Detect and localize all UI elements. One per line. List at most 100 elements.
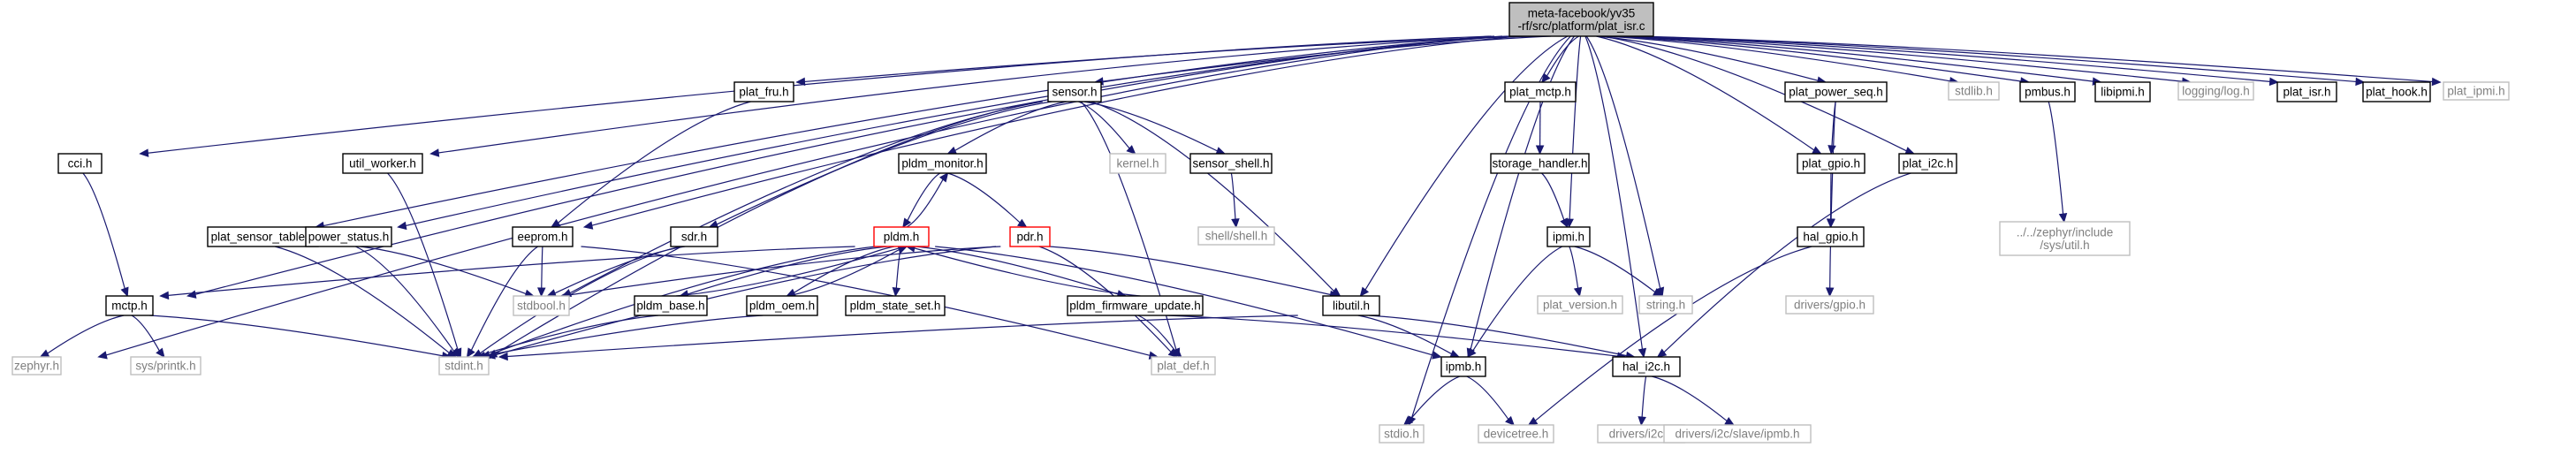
node-label: ipmb.h [1446, 360, 1482, 374]
node-cci[interactable]: cci.h [57, 153, 103, 174]
node-box [1322, 295, 1380, 316]
edge-ipmi-to-plat_version [1569, 246, 1579, 289]
node-box [1379, 424, 1425, 444]
arrowhead-plat_mctp-to-storage_handler [1535, 145, 1545, 155]
node-box [670, 226, 718, 247]
node-box [1663, 424, 1812, 444]
node-pmbus[interactable]: pmbus.h [2019, 81, 2076, 102]
arrowhead-hal_gpio-to-devicetree [1527, 416, 1539, 426]
arrowhead-ipmb-to-devicetree [1505, 415, 1515, 426]
node-string: string.h [1638, 295, 1693, 315]
edge-root-to-logging_log [1619, 35, 2183, 82]
edge-pdr-to-stdint [494, 246, 997, 356]
edge-root-to-plat_i2c [1601, 35, 1907, 152]
node-label: -rf/src/platform/plat_isr.c [1517, 19, 1645, 33]
node-plat-gpio[interactable]: plat_gpio.h [1797, 153, 1866, 174]
arrowhead-root-to-plat_mctp [1541, 72, 1551, 83]
node-pldm-oem[interactable]: pldm_oem.h [746, 295, 818, 316]
node-plat-fru[interactable]: plat_fru.h [733, 81, 794, 102]
node-sensor-shell[interactable]: sensor_shell.h [1189, 153, 1273, 174]
node-ipmb[interactable]: ipmb.h [1440, 356, 1486, 377]
edge-mctp-to-stdint [149, 315, 444, 357]
node-box [1638, 295, 1693, 315]
node-label: sensor.h [1052, 86, 1097, 99]
node-label: shell/shell.h [1205, 230, 1268, 243]
node-pdr[interactable]: pdr.h [1009, 226, 1051, 247]
node-pldm-base[interactable]: pldm_base.h [634, 295, 708, 316]
node-plat-isr[interactable]: plat_isr.h [2276, 81, 2337, 102]
node-box [512, 226, 574, 247]
node-label: sys/printk.h [135, 360, 195, 373]
node-label: cci.h [68, 157, 93, 171]
node-box [438, 356, 490, 375]
node-logging-log: logging/log.h [2177, 81, 2254, 101]
node-plat-hook[interactable]: plat_hook.h [2362, 81, 2431, 102]
edge-ipmb-to-stdio [1410, 375, 1461, 421]
edge-root-to-plat_fru [804, 35, 1533, 83]
arrowhead-ipmb-to-stdio [1402, 416, 1414, 426]
arrowhead-pldm-to-pldm_monitor [938, 172, 949, 183]
node-hal-i2c[interactable]: hal_i2c.h [1612, 356, 1681, 377]
node-stdint: stdint.h [438, 356, 490, 375]
node-power-status[interactable]: power_status.h [305, 226, 392, 247]
node-plat-i2c[interactable]: plat_i2c.h [1898, 153, 1957, 174]
edge-plat_fru-to-eeprom [558, 101, 751, 224]
node-sdr[interactable]: sdr.h [670, 226, 718, 247]
graph-edges [39, 35, 2442, 427]
edge-root-to-pmbus [1609, 35, 2022, 82]
node-pldm-state-set[interactable]: pldm_state_set.h [845, 295, 946, 316]
node-eeprom[interactable]: eeprom.h [512, 226, 574, 247]
node-box [11, 356, 62, 375]
node-mctp[interactable]: mctp.h [105, 295, 154, 316]
edge-hal_i2c-to-drivers_i2c [1641, 375, 1647, 418]
arrowhead-ipmi-to-ipmb [1466, 347, 1477, 358]
node-label: pmbus.h [2025, 86, 2071, 99]
node-plat-power-seq[interactable]: plat_power_seq.h [1784, 81, 1888, 102]
edge-pldm-to-pldm_base [688, 246, 888, 295]
edge-power_status-to-stdint [355, 246, 455, 352]
edge-root-to-eeprom [591, 35, 1520, 226]
node-plat-mctp[interactable]: plat_mctp.h [1504, 81, 1577, 102]
edge-root-to-plat_ipmi [1635, 35, 2433, 83]
arrowhead-root-to-plat_isr [2268, 77, 2279, 87]
arrowhead-mctp-to-sys_printk [156, 347, 165, 358]
node-util-worker[interactable]: util_worker.h [342, 153, 423, 174]
node-box [1537, 295, 1623, 315]
edge-pdr-to-stdbool [568, 246, 1001, 296]
node-box [1612, 356, 1681, 377]
edge-pldm-to-stdint [489, 246, 876, 356]
node-sensor[interactable]: sensor.h [1047, 81, 1102, 102]
edge-root-to-plat_hook [1630, 35, 2357, 83]
node-libipmi[interactable]: libipmi.h [2094, 81, 2151, 102]
edge-root-to-plat_isr [1624, 35, 2270, 82]
edge-mctp-to-zephyr [47, 315, 125, 354]
node-box [634, 295, 708, 316]
edge-libutil-to-ipmb [1357, 315, 1452, 355]
node-label: pldm_base.h [636, 300, 704, 313]
node-pldm[interactable]: pldm.h [873, 226, 930, 247]
node-ipmi[interactable]: ipmi.h [1546, 226, 1591, 247]
node-label: plat_gpio.h [1802, 157, 1860, 171]
node-pldm-monitor[interactable]: pldm_monitor.h [898, 153, 987, 174]
edge-pldm_base-to-stdint [479, 315, 659, 356]
edge-sensor-to-pldm_monitor [954, 101, 1068, 151]
node-hal-gpio[interactable]: hal_gpio.h [1797, 226, 1865, 247]
edge-pldm_oem-to-stdint [484, 315, 764, 357]
node-libutil[interactable]: libutil.h [1322, 295, 1380, 316]
arrowhead-root-to-plat_fru [795, 77, 806, 87]
edge-pldm-to-ipmb [935, 246, 1433, 356]
node-plat-sensor-table[interactable]: plat_sensor_table.h [207, 226, 319, 247]
node-box [513, 295, 570, 316]
node-root[interactable]: meta-facebook/yv35-rf/src/platform/plat_… [1508, 2, 1654, 37]
node-storage-handler[interactable]: storage_handler.h [1490, 153, 1590, 174]
edge-plat_i2c-to-hal_i2c [1663, 172, 1911, 353]
edge-root-to-plat_gpio [1596, 35, 1815, 151]
edge-cci-to-mctp [82, 172, 125, 289]
node-pldm-firmware-update[interactable]: pldm_firmware_update.h [1067, 295, 1204, 316]
node-label: plat_ipmi.h [2447, 85, 2504, 98]
node-box [1797, 226, 1865, 247]
arrowhead-hal_i2c-to-drivers_i2c [1638, 416, 1646, 427]
node-box [1546, 226, 1591, 247]
edge-pldm_monitor-to-pldm [907, 172, 941, 221]
node-label: ipmi.h [1553, 231, 1584, 244]
